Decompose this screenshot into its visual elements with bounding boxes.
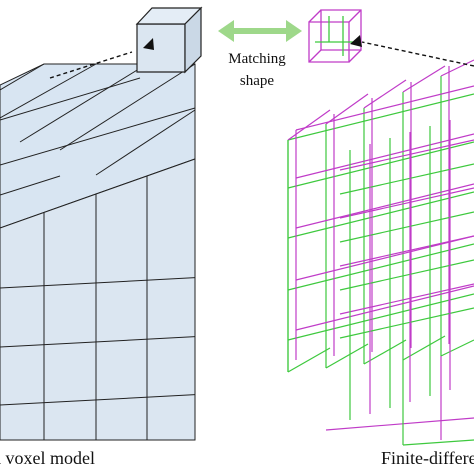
voxel-top-line	[0, 77, 141, 121]
fd-magenta-horizontal	[295, 183, 474, 229]
voxel-top-line	[95, 109, 196, 176]
pointer-arrow-icon	[350, 35, 362, 47]
fd-interior-line	[339, 163, 474, 195]
fd-interior-line	[339, 283, 474, 315]
fd-green-horizontal	[287, 93, 474, 141]
fd-green-horizontal	[287, 191, 474, 239]
fd-magenta-horizontal	[295, 133, 474, 179]
single-voxel-side	[184, 6, 202, 74]
fd-depth-line	[440, 59, 474, 77]
finite-difference-caption: Finite-differe	[381, 448, 474, 468]
fd-depth-line	[325, 343, 369, 369]
voxel-top-line	[0, 175, 61, 196]
voxel-top-line	[0, 63, 45, 91]
voxel-horizontal-line	[0, 277, 196, 289]
fd-interior-line	[339, 187, 474, 219]
fd-depth-line	[363, 79, 407, 109]
fd-interior-line	[339, 235, 474, 267]
voxel-top-line	[0, 63, 97, 119]
fd-depth-line	[287, 109, 331, 141]
fd-magenta-horizontal	[295, 285, 474, 331]
fd-green-horizontal	[287, 243, 474, 291]
left-dashed-leader	[49, 51, 133, 79]
fd-magenta-horizontal	[295, 85, 474, 131]
voxel-horizontal-line	[0, 394, 196, 406]
fd-depth-line	[287, 347, 331, 373]
voxel-top-line	[59, 63, 196, 151]
voxel-horizontal-line	[0, 336, 196, 348]
single-fd-cell	[308, 9, 362, 63]
matching-shape-label: Matching shape	[212, 48, 302, 92]
fd-interior-line	[339, 259, 474, 291]
voxel-grid-lines	[0, 63, 196, 440]
matching-label-line1: Matching	[228, 51, 286, 67]
double-arrow-icon	[218, 20, 302, 42]
fd-interior-line	[339, 307, 474, 339]
voxel-top-line	[19, 63, 148, 143]
fd-magenta-horizontal	[295, 235, 474, 281]
fd-depth-line	[402, 65, 446, 93]
finite-difference-grid	[287, 59, 474, 446]
pointer-arrow-icon	[143, 38, 154, 50]
fd-green-horizontal	[287, 141, 474, 189]
fd-depth-line	[402, 335, 446, 361]
right-dashed-leader	[361, 41, 474, 67]
leader-lines	[49, 41, 474, 79]
voxel-model-cube	[0, 63, 196, 441]
fd-frame-line	[325, 417, 474, 431]
fd-interior-line	[339, 139, 474, 171]
fd-interior-line	[339, 211, 474, 243]
fd-depth-line	[325, 93, 369, 125]
voxel-model-caption: d voxel model	[0, 448, 95, 468]
matching-label-line2: shape	[239, 73, 275, 89]
fd-frame-line	[402, 439, 474, 446]
fd-depth-line	[440, 339, 474, 357]
single-voxel-cube	[135, 6, 203, 74]
fd-depth-line	[363, 339, 407, 365]
fd-green-horizontal	[287, 293, 474, 341]
voxel-top-line	[0, 107, 196, 166]
